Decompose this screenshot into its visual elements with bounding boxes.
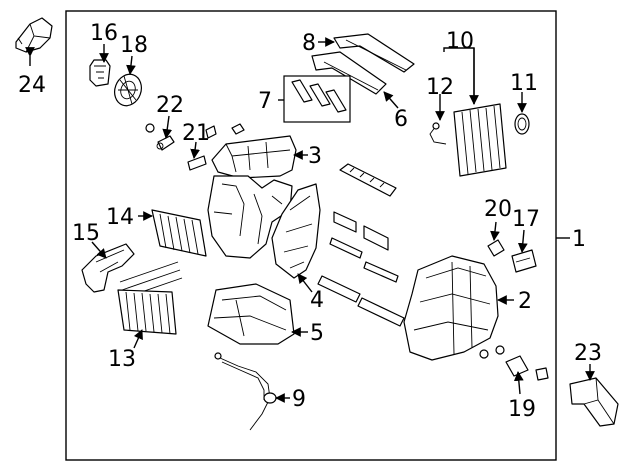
part-2-right-case [403,255,499,361]
part-16-actuator [89,59,111,87]
callout-labels: 1 2 3 4 5 6 7 8 9 10 11 12 13 14 15 16 1… [18,21,602,422]
part-17-module [511,249,537,273]
callout-9: 9 [292,387,306,412]
callout-18: 18 [120,33,148,58]
part-10-evaporator [453,103,507,177]
part-4-center-housing [271,183,321,279]
callout-17: 17 [512,207,540,232]
part-20-clip [487,239,505,257]
callout-23: 23 [574,341,602,366]
part-18-blower-wheel [114,73,142,107]
callout-1: 1 [572,227,586,252]
callout-20: 20 [484,197,512,222]
callout-7: 7 [258,89,272,114]
part-23-duct [569,377,619,427]
part-21-clip [187,155,207,171]
part-11-o-ring [514,113,530,135]
part-5-lower-case [207,283,295,345]
leader-lines [25,37,595,403]
callout-24: 24 [18,73,46,98]
part-9-hose [214,352,277,431]
callout-13: 13 [108,347,136,372]
callout-8: 8 [302,31,316,56]
callout-15: 15 [72,221,100,246]
callout-4: 4 [310,288,324,313]
callout-16: 16 [90,21,118,46]
callout-6: 6 [394,107,408,132]
callout-3: 3 [308,144,322,169]
callout-11: 11 [510,71,538,96]
callout-2: 2 [518,289,532,314]
callout-21: 21 [182,121,210,146]
part-12-sensor [429,122,447,145]
callout-22: 22 [156,93,184,118]
part-15-duct [81,243,135,293]
callout-12: 12 [426,75,454,100]
mode-doors [317,163,405,327]
part-19-actuator [479,345,549,381]
part-13-heater-core [117,289,177,335]
part-24-bracket [15,17,53,53]
part-left-case [207,175,293,259]
callout-19: 19 [508,397,536,422]
callout-14: 14 [106,205,134,230]
part-7-seal-kit [283,75,351,123]
part-8-gasket [311,33,415,95]
callout-5: 5 [310,321,324,346]
part-14-filter [151,209,207,257]
part-3-upper-case [211,135,297,179]
callout-10: 10 [446,29,474,54]
part-22-fittings [145,123,245,151]
assembly-frame [65,10,557,461]
